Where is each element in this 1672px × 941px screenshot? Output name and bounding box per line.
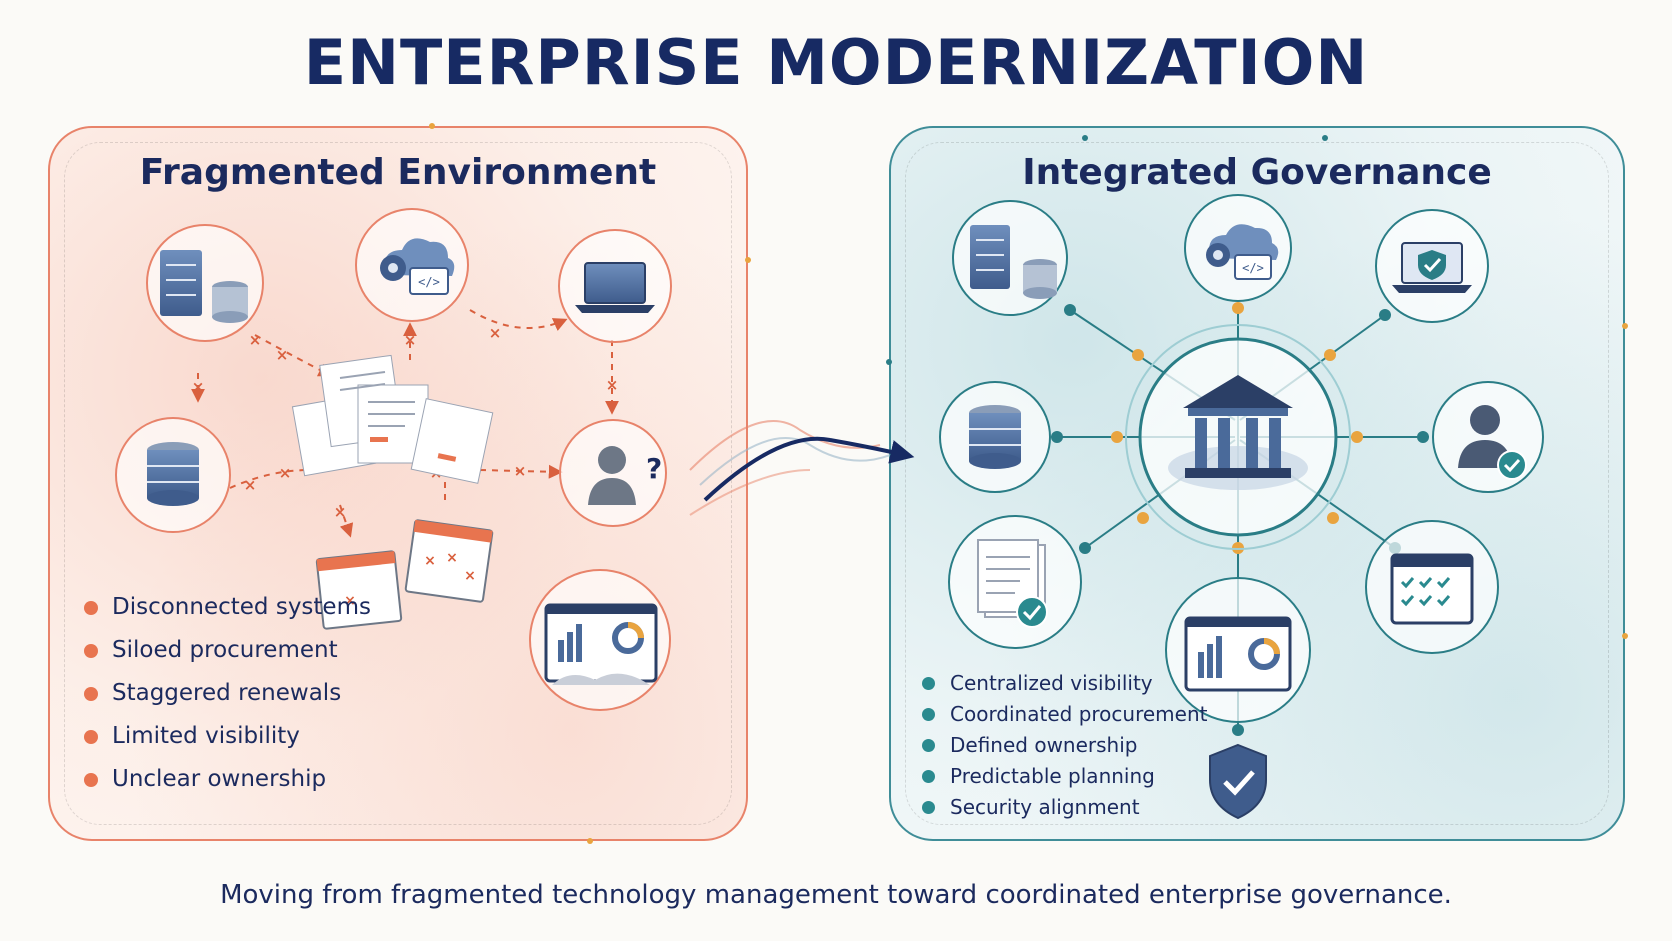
list-item-label: Centralized visibility — [950, 671, 1153, 695]
bullet-dot — [922, 739, 935, 752]
fragmented-issues-list: Disconnected systems Siloed procurement … — [84, 592, 371, 807]
svg-text:×: × — [464, 568, 476, 584]
decorative-dots — [429, 123, 1628, 844]
dashboard-icon — [529, 569, 671, 711]
database-icon — [939, 381, 1051, 493]
verified-user-icon — [1432, 381, 1544, 493]
bullet-dot — [84, 773, 98, 787]
transition-arrow — [689, 420, 915, 516]
panel-inner-border — [64, 142, 732, 825]
svg-text:×: × — [404, 331, 417, 349]
approved-document-icon — [948, 515, 1082, 649]
list-item-label: Siloed procurement — [112, 637, 338, 663]
bullet-dot — [84, 601, 98, 615]
governance-benefits-list: Centralized visibility Coordinated procu… — [922, 670, 1207, 825]
security-shield-icon — [1209, 743, 1267, 820]
list-item-label: Limited visibility — [112, 723, 300, 749]
svg-text:×: × — [344, 593, 356, 609]
list-item: Coordinated procurement — [922, 701, 1207, 732]
bullet-dot — [84, 730, 98, 744]
documents-icon — [291, 354, 494, 484]
list-item: Defined ownership — [922, 732, 1207, 763]
page-title: ENTERPRISE MODERNIZATION — [303, 26, 1369, 99]
svg-text:×: × — [606, 376, 619, 394]
list-item-label: Disconnected systems — [112, 594, 371, 620]
governance-building-icon — [1125, 324, 1351, 550]
svg-text:</>: </> — [1242, 261, 1264, 275]
svg-text:×: × — [446, 550, 458, 566]
list-item: Security alignment — [922, 794, 1207, 825]
bullet-dot — [84, 687, 98, 701]
list-item: Limited visibility — [84, 721, 371, 764]
user-question-icon — [559, 419, 667, 527]
list-item: Centralized visibility — [922, 670, 1207, 701]
svg-text:×: × — [276, 346, 289, 364]
cloud-code-icon: </> — [1184, 194, 1292, 302]
svg-text:×: × — [489, 324, 502, 342]
question-mark: ? — [646, 452, 662, 485]
dashboard-icon — [1165, 577, 1311, 723]
list-item: Predictable planning — [922, 763, 1207, 794]
list-item: Unclear ownership — [84, 764, 371, 807]
list-item: Staggered renewals — [84, 678, 371, 721]
list-item: Disconnected systems — [84, 592, 371, 635]
svg-text:×: × — [334, 503, 347, 521]
right-panel-title: Integrated Governance — [1022, 152, 1492, 193]
panel-inner-border — [905, 142, 1609, 825]
caption: Moving from fragmented technology manage… — [220, 880, 1452, 910]
cloud-code-icon: </> — [355, 208, 469, 322]
list-item-label: Security alignment — [950, 795, 1140, 819]
calendar-icon: × × × × — [315, 519, 494, 630]
bullet-dot — [922, 708, 935, 721]
database-icon — [115, 417, 231, 533]
list-item-label: Staggered renewals — [112, 680, 342, 706]
secure-laptop-icon — [1375, 209, 1489, 323]
left-panel-title: Fragmented Environment — [139, 152, 657, 193]
laptop-icon — [558, 229, 672, 343]
bullet-dot — [84, 644, 98, 658]
bullet-dot — [922, 801, 935, 814]
bullet-dot — [922, 770, 935, 783]
list-item-label: Defined ownership — [950, 733, 1138, 757]
svg-text:×: × — [249, 331, 262, 349]
svg-text:×: × — [192, 378, 205, 396]
server-icon — [952, 200, 1068, 316]
list-item-label: Coordinated procurement — [950, 702, 1208, 726]
list-item-label: Unclear ownership — [112, 766, 327, 792]
server-icon — [146, 224, 264, 342]
list-item: Siloed procurement — [84, 635, 371, 678]
list-item-label: Predictable planning — [950, 764, 1155, 788]
svg-text:×: × — [244, 476, 257, 494]
bullet-dot — [922, 677, 935, 690]
svg-text:×: × — [514, 462, 527, 480]
svg-text:×: × — [279, 464, 292, 482]
calendar-check-icon — [1365, 520, 1499, 654]
svg-text:</>: </> — [418, 275, 440, 289]
svg-text:×: × — [424, 553, 436, 569]
